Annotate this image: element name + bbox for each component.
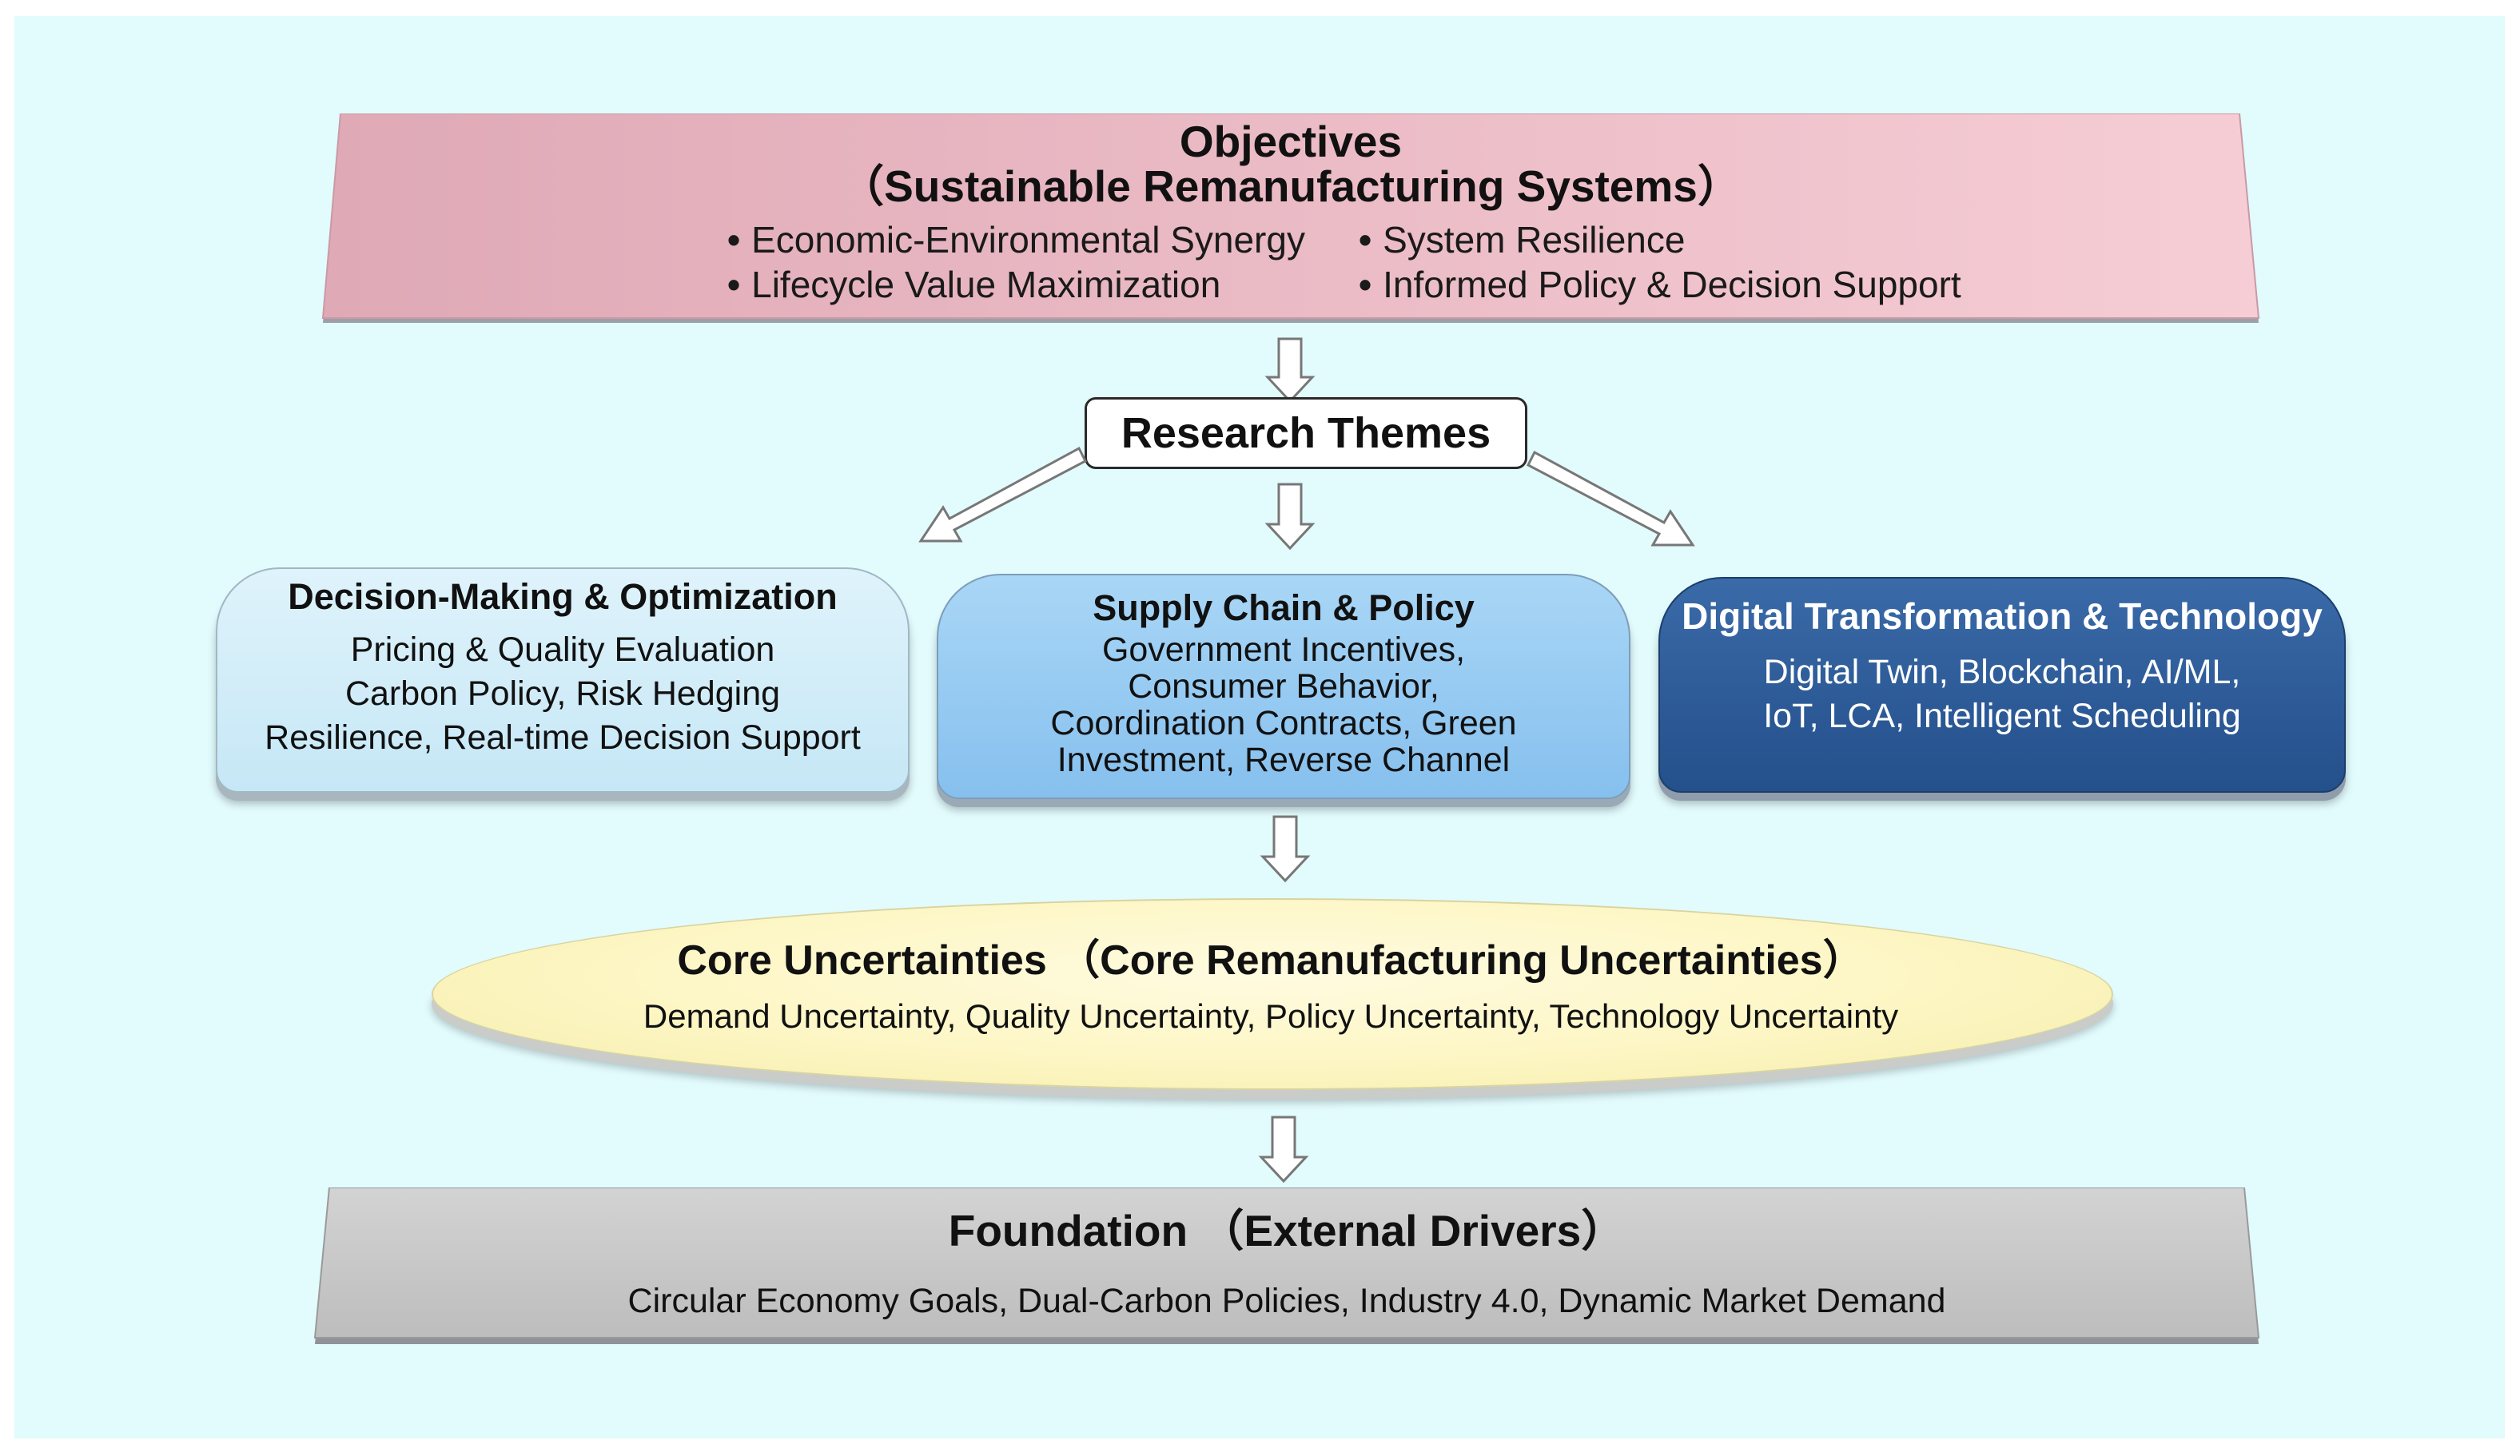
foundation-body: Circular Economy Goals, Dual-Carbon Poli… — [627, 1282, 1946, 1320]
objectives-title: Objectives — [1179, 117, 1403, 166]
objectives-panel — [321, 113, 2260, 323]
theme-body: Government Incentives, Consumer Behavior… — [1050, 631, 1517, 779]
theme-body: Pricing & Quality Evaluation Carbon Poli… — [265, 631, 861, 757]
theme-decision-making: Decision-Making & Optimization Pricing &… — [216, 567, 910, 793]
core-uncertainties-body: Demand Uncertainty, Quality Uncertainty,… — [643, 997, 1899, 1035]
objective-bullet: •Informed Policy & Decision Support — [1359, 264, 1961, 305]
objectives-subtitle: （Sustainable Remanufacturing Systems） — [840, 161, 1742, 211]
down-arrow-icon — [1260, 815, 1311, 884]
theme-title: Decision-Making & Optimization — [288, 576, 838, 617]
core-uncertainties-title: Core Uncertainties （Core Remanufacturing… — [677, 937, 1865, 984]
research-themes-label: Research Themes — [1085, 397, 1527, 469]
objective-bullet: •Economic-Environmental Synergy — [727, 219, 1305, 261]
objective-bullet: •System Resilience — [1359, 219, 1686, 261]
theme-supply-chain: Supply Chain & Policy Government Incenti… — [937, 574, 1630, 799]
down-arrow-icon — [1264, 483, 1316, 551]
diagonal-arrow-right-icon — [1527, 448, 1695, 551]
theme-title: Supply Chain & Policy — [1093, 587, 1475, 628]
down-arrow-icon — [1264, 337, 1316, 404]
diagonal-arrow-left-icon — [918, 444, 1087, 547]
theme-title: Digital Transformation & Technology — [1682, 595, 2323, 637]
objective-bullet: •Lifecycle Value Maximization — [727, 264, 1221, 305]
theme-digital-transformation: Digital Transformation & Technology Digi… — [1658, 577, 2346, 793]
core-uncertainties-ellipse — [432, 898, 2113, 1090]
foundation-panel — [313, 1187, 2260, 1344]
down-arrow-icon — [1258, 1116, 1309, 1184]
theme-body: Digital Twin, Blockchain, AI/ML, IoT, LC… — [1763, 653, 2241, 735]
foundation-title: Foundation （External Drivers） — [948, 1206, 1626, 1255]
